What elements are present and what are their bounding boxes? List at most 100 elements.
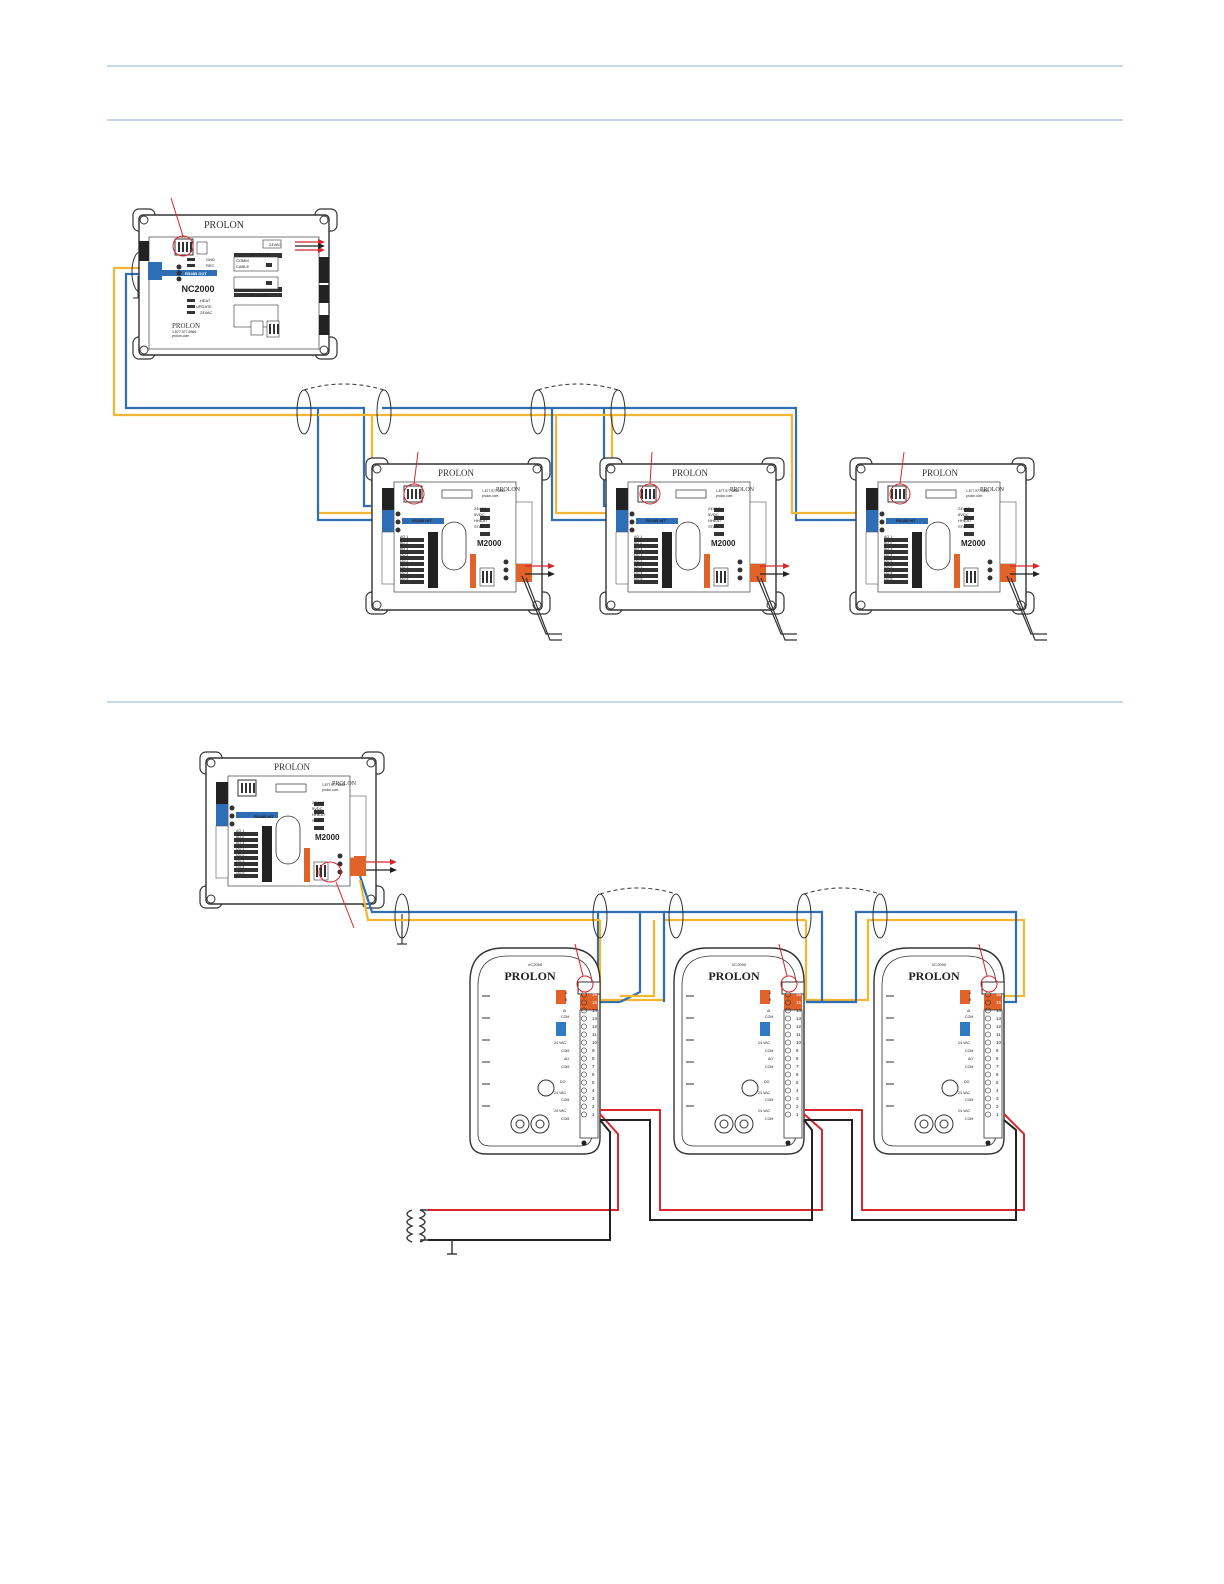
vc-terminal-screw[interactable]	[785, 1015, 791, 1022]
vc-terminal-screw[interactable]	[581, 1095, 587, 1102]
svg-text:DO 3: DO 3	[236, 859, 244, 863]
svg-text:M2000: M2000	[711, 539, 736, 548]
vc-terminal-screw[interactable]	[985, 1047, 991, 1054]
vc-terminal-screw[interactable]	[985, 1103, 991, 1110]
vc-terminal-screw[interactable]	[985, 1111, 991, 1118]
vc-terminal-screw[interactable]	[985, 1087, 991, 1094]
svg-text:prolon.com: prolon.com	[482, 494, 499, 498]
vc-terminal-number: 14	[996, 1008, 1002, 1013]
vc-terminal-screw[interactable]	[581, 1007, 587, 1014]
vc-terminal-screw[interactable]	[985, 1079, 991, 1086]
vc-terminal-screw[interactable]	[581, 1111, 587, 1118]
vc-terminal-number: 12	[592, 1024, 598, 1029]
m2000-2-rs485-terminal[interactable]	[616, 510, 628, 530]
nc-label-network: NETWORK	[250, 252, 271, 257]
vc-terminal-screw[interactable]	[785, 1103, 791, 1110]
svg-text:STAT: STAT	[958, 524, 968, 529]
vc-terminal-screw[interactable]	[581, 1031, 587, 1038]
vc-terminal-screw[interactable]	[985, 1095, 991, 1102]
vc-terminal-screw[interactable]	[785, 1063, 791, 1070]
nc-rs485-terminal[interactable]	[148, 262, 162, 280]
svg-text:5VDC: 5VDC	[312, 806, 323, 811]
svg-text:RS485 INT: RS485 INT	[254, 814, 274, 819]
nc-rs485-in: RS485 IN	[250, 293, 267, 298]
svg-text:RS485 INT: RS485 INT	[412, 518, 432, 523]
svg-text:AO 3: AO 3	[400, 547, 408, 551]
m2000-master-orange-terminal[interactable]	[354, 856, 366, 876]
vc-terminal-number: 11	[796, 1032, 801, 1037]
svg-text:M2000: M2000	[477, 539, 502, 548]
vc-terminal-screw[interactable]	[785, 1031, 791, 1038]
svg-text:24 VAC: 24 VAC	[554, 1091, 567, 1095]
vc-terminal-screw[interactable]	[785, 1071, 791, 1078]
vc-terminal-screw[interactable]	[985, 1071, 991, 1078]
vc-terminal-screw[interactable]	[581, 999, 587, 1006]
vc-terminal-number: 3	[796, 1096, 799, 1101]
vc-terminal-screw[interactable]	[581, 1015, 587, 1022]
vc-terminal-screw[interactable]	[985, 1063, 991, 1070]
svg-text:M2000: M2000	[315, 833, 340, 842]
vc-terminal-screw[interactable]	[581, 1047, 587, 1054]
svg-text:STAT: STAT	[312, 818, 322, 823]
vc-terminal-number: 16	[996, 992, 1002, 997]
svg-text:DO 3: DO 3	[634, 565, 642, 569]
vc-terminal-screw[interactable]	[985, 1055, 991, 1062]
svg-text:DO 3: DO 3	[400, 565, 408, 569]
svg-text:PROLON: PROLON	[438, 468, 475, 478]
svg-text:AI: AI	[767, 1009, 770, 1013]
vc-terminal-screw[interactable]	[785, 999, 791, 1006]
svg-text:B: B	[565, 998, 568, 1002]
svg-text:AO 3: AO 3	[634, 547, 642, 551]
svg-text:24 VAC: 24 VAC	[758, 1091, 771, 1095]
shield-loops-bottom	[394, 887, 888, 939]
vc-terminal-screw[interactable]	[785, 1079, 791, 1086]
vc-terminal-screw[interactable]	[581, 1071, 587, 1078]
svg-text:DO 4: DO 4	[884, 571, 892, 575]
vc-terminal-screw[interactable]	[785, 1007, 791, 1014]
vc-terminal-screw[interactable]	[985, 999, 991, 1006]
svg-text:COM: COM	[561, 1098, 569, 1102]
svg-text:5VDC: 5VDC	[474, 512, 485, 517]
m2000-callouts	[403, 451, 911, 505]
vc-terminal-number: 12	[996, 1024, 1002, 1029]
m2000-3-rs485-terminal[interactable]	[866, 510, 878, 530]
vc-terminal-screw[interactable]	[581, 1063, 587, 1070]
vc-terminal-number: 16	[592, 992, 598, 997]
svg-text:DO 3: DO 3	[884, 565, 892, 569]
vc-terminal-screw[interactable]	[985, 1039, 991, 1046]
svg-text:DO 1: DO 1	[400, 553, 408, 557]
svg-text:DO 4: DO 4	[236, 865, 244, 869]
vc-terminal-screw[interactable]	[985, 1015, 991, 1022]
svg-text:HHEAT: HHEAT	[958, 518, 972, 523]
m2000-1-rs485-terminal[interactable]	[382, 510, 394, 530]
vc-terminal-screw[interactable]	[785, 1055, 791, 1062]
vc-terminal-screw[interactable]	[581, 1039, 587, 1046]
vc-terminal-screw[interactable]	[581, 1023, 587, 1030]
svg-text:24 VAC: 24 VAC	[758, 1109, 771, 1113]
vc-terminal-screw[interactable]	[785, 1087, 791, 1094]
vc-terminal-number: 5	[796, 1080, 799, 1085]
vc-terminal-screw[interactable]	[785, 1047, 791, 1054]
svg-text:VC2000: VC2000	[528, 962, 543, 967]
svg-text:24 VAC: 24 VAC	[958, 1041, 971, 1045]
vc-terminal-screw[interactable]	[985, 1023, 991, 1030]
vc-terminal-number: 14	[592, 1008, 598, 1013]
vc-terminal-screw[interactable]	[985, 1031, 991, 1038]
vc-terminal-screw[interactable]	[581, 1087, 587, 1094]
vc-terminal-screw[interactable]	[581, 1079, 587, 1086]
vc-terminal-screw[interactable]	[581, 1055, 587, 1062]
svg-text:DO 5: DO 5	[634, 577, 642, 581]
vc-terminal-screw[interactable]	[785, 1039, 791, 1046]
svg-text:1.877.977.6566: 1.877.977.6566	[482, 489, 505, 493]
vc-terminal-screw[interactable]	[785, 1023, 791, 1030]
vc-terminal-screw[interactable]	[581, 1103, 587, 1110]
svg-text:DO 4: DO 4	[400, 571, 408, 575]
vc-power-wiring	[428, 1109, 1025, 1241]
vc-terminal-screw[interactable]	[785, 1111, 791, 1118]
vc-terminal-screw[interactable]	[985, 1007, 991, 1014]
svg-text:AI: AI	[563, 1009, 566, 1013]
vc-terminal-screw[interactable]	[785, 1095, 791, 1102]
nc-label-heat: HEAT	[200, 298, 211, 303]
svg-text:PROLON: PROLON	[922, 468, 959, 478]
